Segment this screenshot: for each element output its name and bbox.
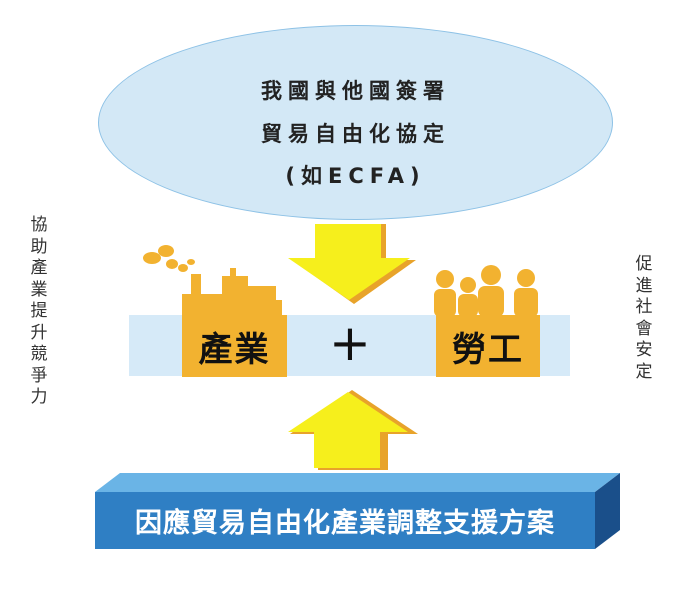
program-banner: 因應貿易自由化產業調整支援方案 <box>95 492 595 549</box>
banner-right-face <box>595 473 620 549</box>
side-label-right: 促進社會安定 <box>635 254 653 382</box>
oval-line-3: (如ECFA) <box>285 164 426 188</box>
oval-box <box>98 25 613 220</box>
industry-box: 產業 <box>182 315 287 377</box>
down-arrow-icon <box>288 224 416 304</box>
banner-top-face <box>95 473 620 492</box>
plus-sign: + <box>329 314 371 372</box>
side-label-left: 協助產業提升競爭力 <box>30 215 48 407</box>
factory-icon <box>143 245 282 316</box>
labor-box: 勞工 <box>436 315 540 377</box>
oval-line-2: 貿易自由化協定 <box>261 122 450 146</box>
oval-line-1: 我國與他國簽署 <box>261 79 450 103</box>
workers-icon <box>434 265 538 317</box>
up-arrow-icon <box>288 390 418 470</box>
